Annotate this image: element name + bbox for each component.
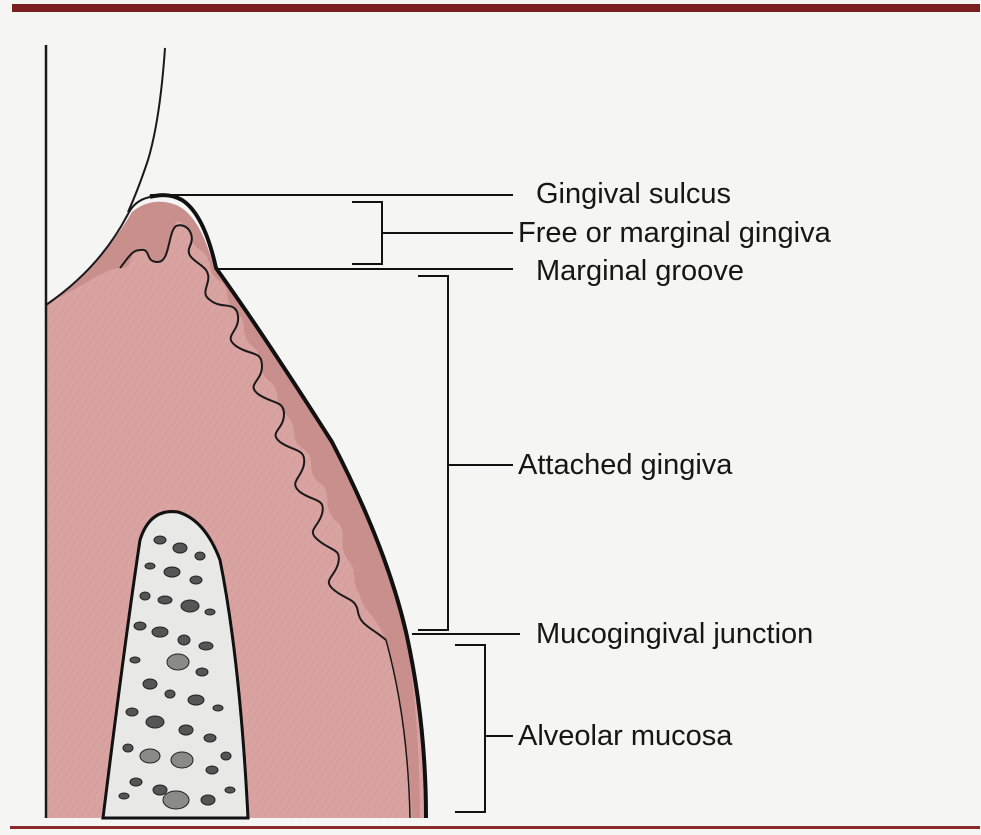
bone-trabecula — [153, 785, 167, 795]
bone-trabecula — [195, 552, 205, 560]
bone-trabecula — [181, 600, 199, 612]
label-attached-gingiva: Attached gingiva — [518, 451, 732, 480]
bone-trabecula — [204, 734, 216, 742]
label-marginal-groove: Marginal groove — [536, 257, 744, 286]
bone-trabecula — [221, 752, 231, 760]
bone-trabecula — [199, 642, 213, 650]
top-frame-bar — [12, 4, 980, 12]
bone-trabecula — [126, 708, 138, 716]
bone-trabecula — [206, 766, 218, 774]
label-alveolar-mucosa: Alveolar mucosa — [518, 722, 732, 751]
bone-trabecula — [201, 795, 215, 805]
bone-trabecula — [140, 749, 160, 763]
bone-trabecula — [190, 576, 202, 584]
bone-trabecula — [130, 657, 140, 663]
bone-trabecula — [123, 744, 133, 752]
bottom-frame-line — [10, 826, 980, 829]
label-mucogingival-junction: Mucogingival junction — [536, 620, 813, 649]
label-free-marginal-gingiva: Free or marginal gingiva — [518, 219, 831, 248]
bone-trabecula — [171, 752, 193, 768]
bone-trabecula — [134, 622, 146, 630]
bone-trabecula — [178, 635, 190, 645]
bone-trabecula — [196, 668, 208, 676]
bone-trabecula — [179, 725, 193, 735]
bone-trabecula — [119, 793, 129, 799]
bone-trabecula — [146, 716, 164, 728]
bone-trabecula — [163, 791, 189, 809]
bone-trabecula — [158, 596, 172, 604]
bone-trabecula — [130, 778, 142, 786]
bone-trabecula — [143, 679, 157, 689]
bone-trabecula — [205, 609, 215, 615]
label-gingival-sulcus: Gingival sulcus — [536, 180, 731, 209]
bone-trabecula — [188, 695, 204, 705]
bone-trabecula — [167, 654, 189, 670]
bone-trabecula — [173, 543, 187, 553]
bone-trabecula — [213, 705, 223, 711]
bone-trabecula — [145, 563, 155, 569]
bone-trabecula — [165, 690, 175, 698]
bone-trabecula — [140, 592, 150, 600]
bone-trabecula — [225, 787, 235, 793]
bone-trabecula — [154, 536, 166, 544]
bone-trabecula — [164, 567, 180, 577]
bone-trabecula — [152, 627, 168, 637]
